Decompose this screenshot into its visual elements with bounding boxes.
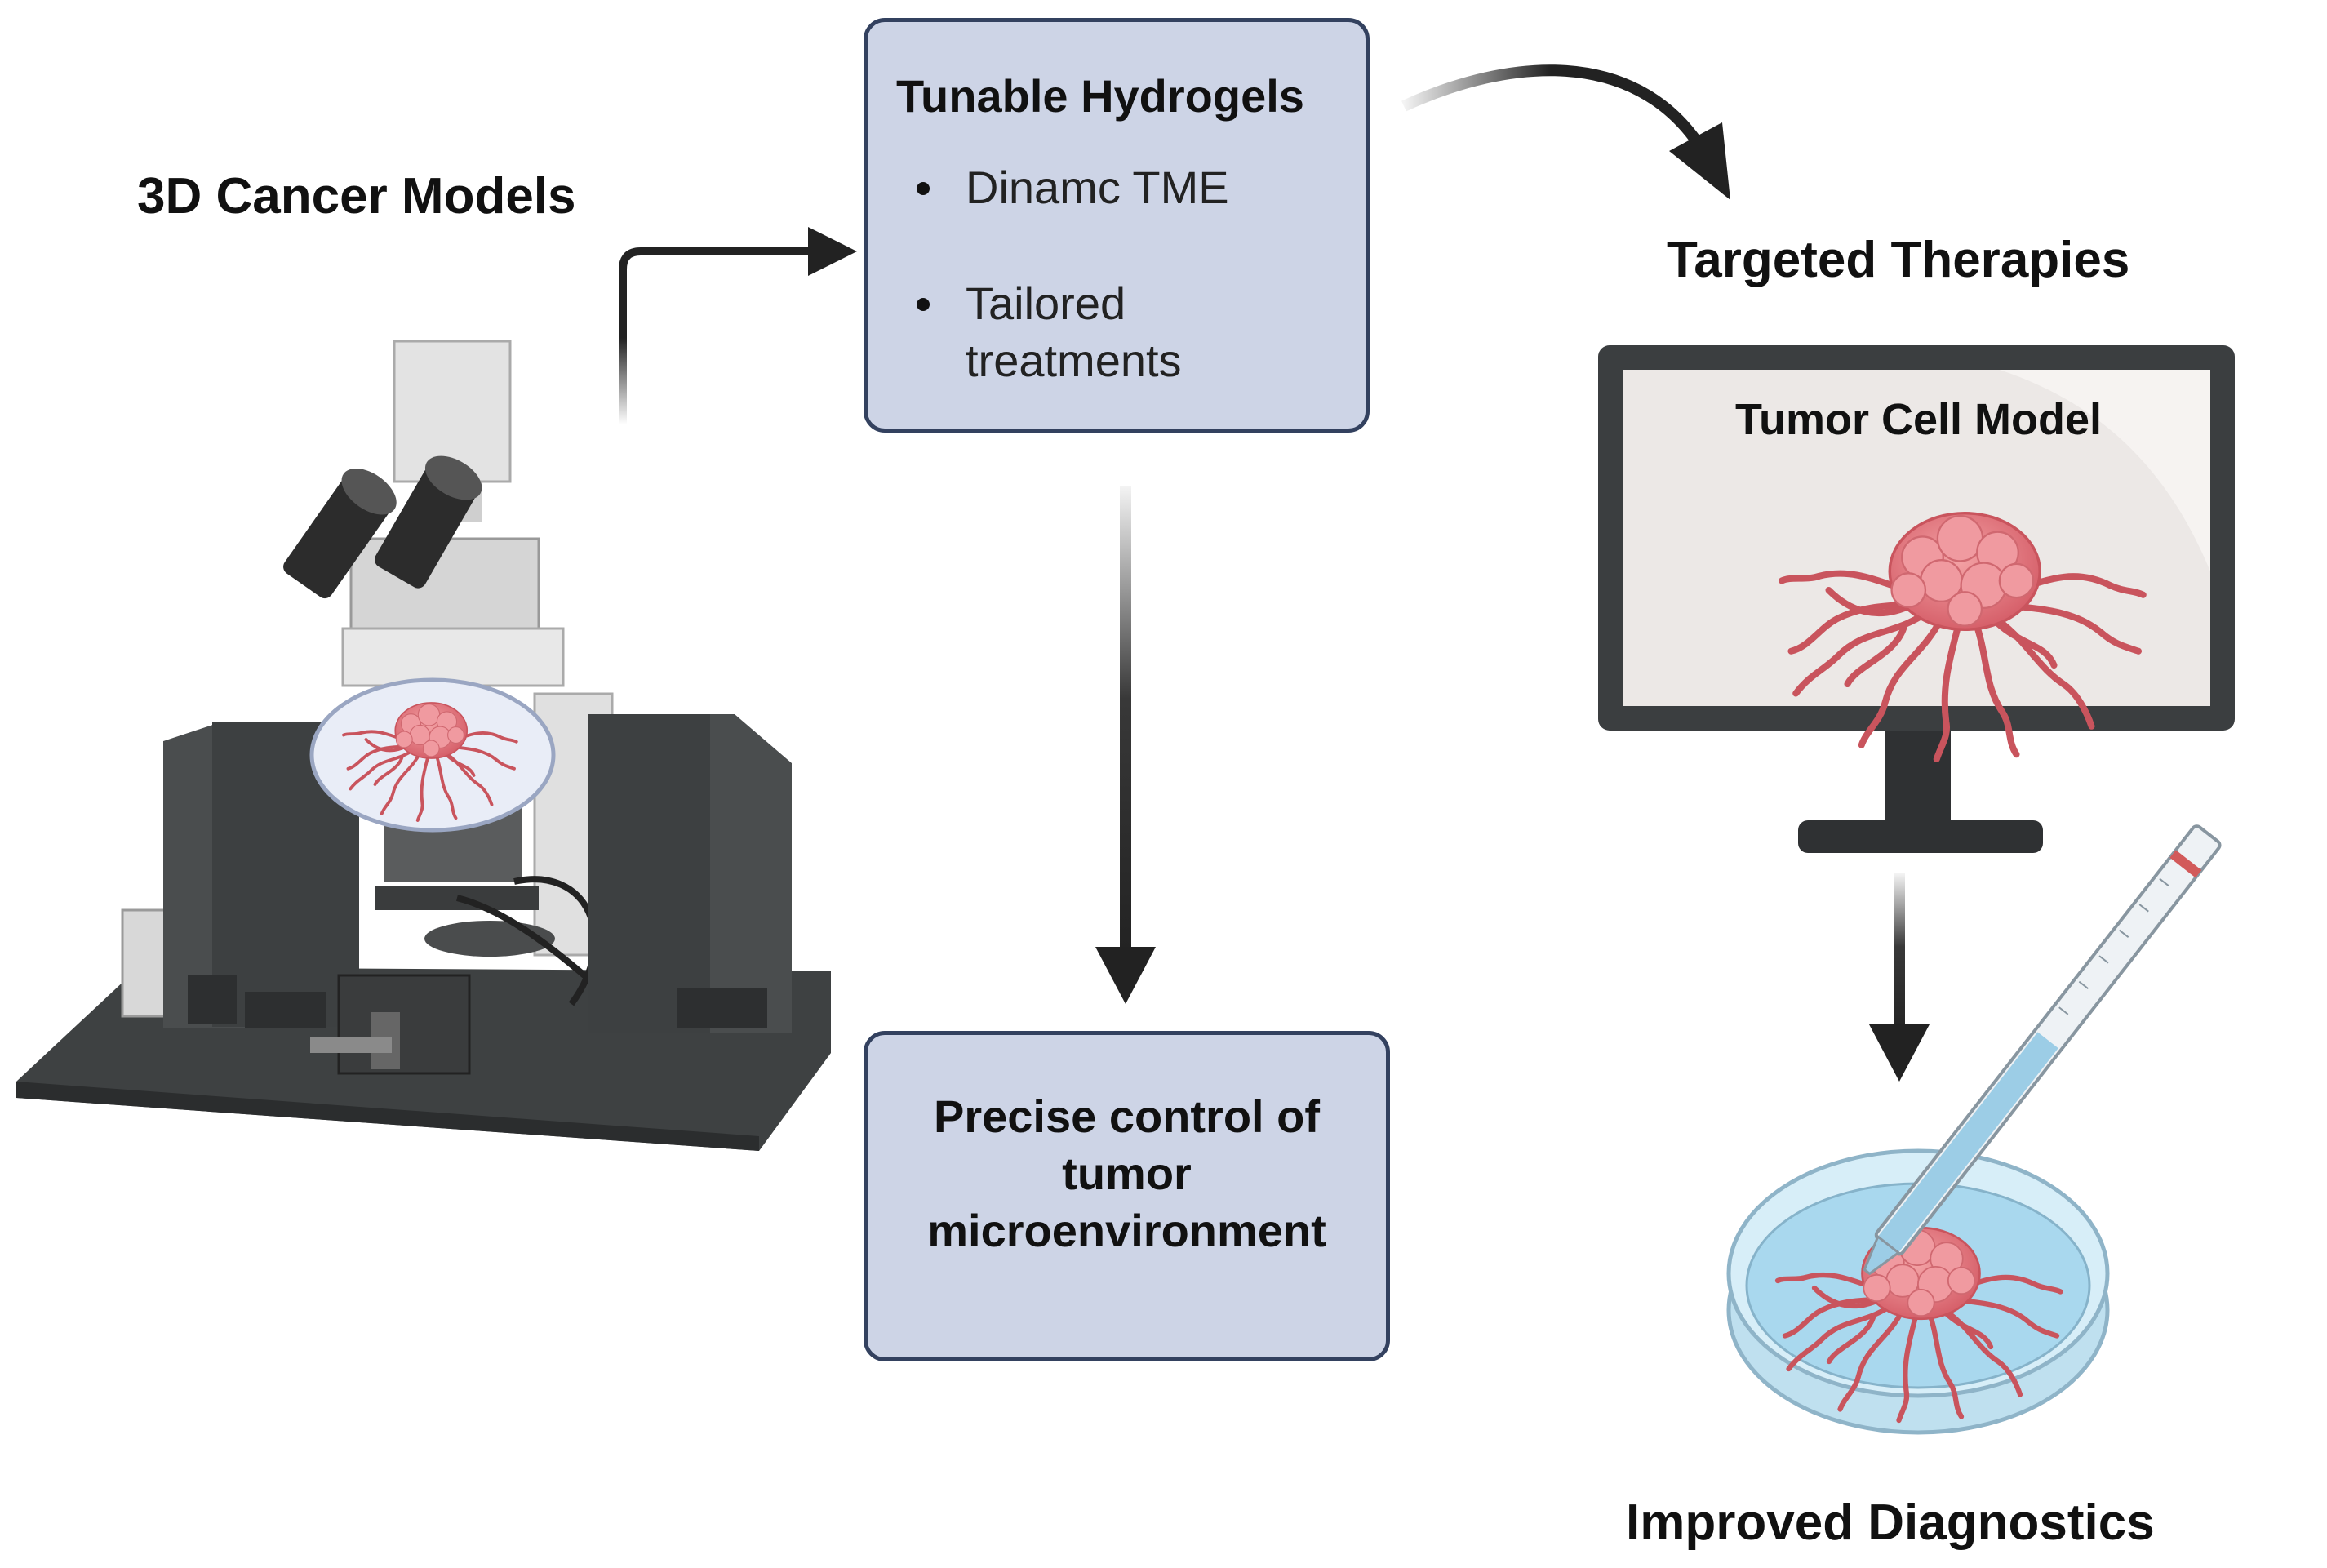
arrow-models-to-hydrogels <box>619 227 857 424</box>
tumor-control-box: Precise control of tumor microenvironmen… <box>864 1031 1390 1361</box>
bullet-tailored-treatments: Tailored treatments <box>868 275 1227 389</box>
monitor-illustration <box>1598 345 2235 853</box>
hydrogels-title: Tunable Hydrogels <box>896 70 1304 122</box>
label-improved-diagnostics: Improved Diagnostics <box>1626 1495 2155 1551</box>
bullet-dynamic-tme: Dinamc TME <box>868 159 1229 216</box>
label-targeted-therapies: Targeted Therapies <box>1667 232 2130 288</box>
tumor-control-text: Precise control of tumor microenvironmen… <box>868 1088 1386 1259</box>
tumor-control-line-2: tumor <box>1062 1148 1192 1199</box>
label-3d-cancer-models: 3D Cancer Models <box>137 168 576 224</box>
tumor-control-line-3: microenvironment <box>927 1205 1326 1256</box>
arrow-hydrogels-to-therapies <box>1401 64 1730 200</box>
arrow-hydrogels-to-control <box>1095 486 1156 1004</box>
arrow-therapies-to-diagnostics <box>1869 873 1930 1082</box>
monitor-screen-title: Tumor Cell Model <box>1735 395 2103 444</box>
hydrogels-bullet-list: Dinamc TME Tailored treatments <box>868 159 1229 389</box>
microscope-illustration <box>16 340 831 1151</box>
bullet-text: Dinamc TME <box>966 162 1229 213</box>
tumor-control-line-1: Precise control of <box>933 1090 1321 1142</box>
hydrogels-box: Tunable Hydrogels Dinamc TME Tailored tr… <box>864 18 1370 433</box>
bullet-dot-icon <box>917 298 930 311</box>
petri-dish-illustration <box>1726 824 2222 1435</box>
bullet-text: Tailored treatments <box>966 278 1182 386</box>
bullet-dot-icon <box>917 182 930 195</box>
